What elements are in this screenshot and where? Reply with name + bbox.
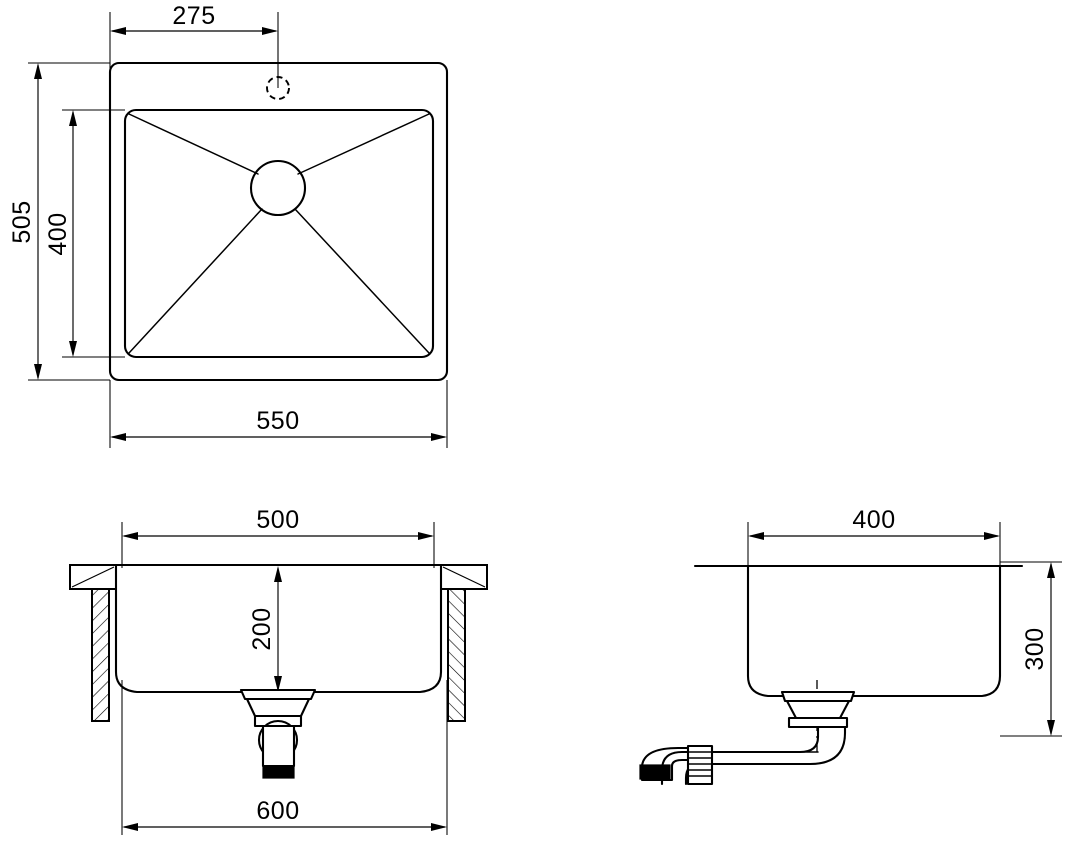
dimension-505-label: 505 bbox=[8, 200, 36, 243]
dimension-275-label: 275 bbox=[172, 2, 215, 30]
side-view-bowl-body bbox=[746, 564, 1002, 698]
waste-assembly-front bbox=[239, 680, 317, 779]
countertop-section-right bbox=[440, 564, 488, 722]
waste-outlet-circle bbox=[249, 159, 307, 217]
dimension-500: 500 bbox=[122, 506, 434, 540]
side-section-view: 400 300 bbox=[639, 506, 1062, 786]
bowl-opening-outline bbox=[123, 108, 435, 359]
trap-elbow bbox=[640, 746, 690, 782]
top-view: 275 505 400 550 bbox=[8, 2, 449, 448]
dimension-600-label: 600 bbox=[256, 797, 299, 825]
dimension-400-top-label: 400 bbox=[44, 212, 72, 255]
dimension-200-label: 200 bbox=[248, 607, 276, 650]
dimension-400-top: 400 bbox=[44, 110, 77, 357]
front-view-extension-lines bbox=[121, 522, 448, 835]
bowl-slope-lines bbox=[128, 113, 430, 354]
dimension-275: 275 bbox=[110, 2, 278, 35]
ribbed-trap-nut bbox=[686, 744, 714, 786]
dimension-550: 550 bbox=[110, 407, 447, 441]
dimension-400-side: 400 bbox=[748, 506, 1000, 540]
p-trap-pipe bbox=[660, 725, 847, 786]
dimension-300: 300 bbox=[1021, 562, 1055, 736]
front-section-view: 500 200 bbox=[68, 506, 489, 835]
dimension-300-label: 300 bbox=[1021, 627, 1049, 670]
countertop-section-left bbox=[69, 564, 117, 722]
top-view-extension-lines bbox=[28, 12, 448, 448]
dimension-500-label: 500 bbox=[256, 506, 299, 534]
dimension-505: 505 bbox=[8, 63, 42, 380]
dimension-550-label: 550 bbox=[256, 407, 299, 435]
side-view-extension-lines bbox=[747, 522, 1062, 737]
dimension-400-side-label: 400 bbox=[852, 506, 895, 534]
trap-end-cap bbox=[639, 764, 671, 780]
tap-hole-circle bbox=[266, 76, 290, 100]
dimension-200: 200 bbox=[248, 566, 282, 692]
dimension-600: 600 bbox=[122, 797, 447, 831]
